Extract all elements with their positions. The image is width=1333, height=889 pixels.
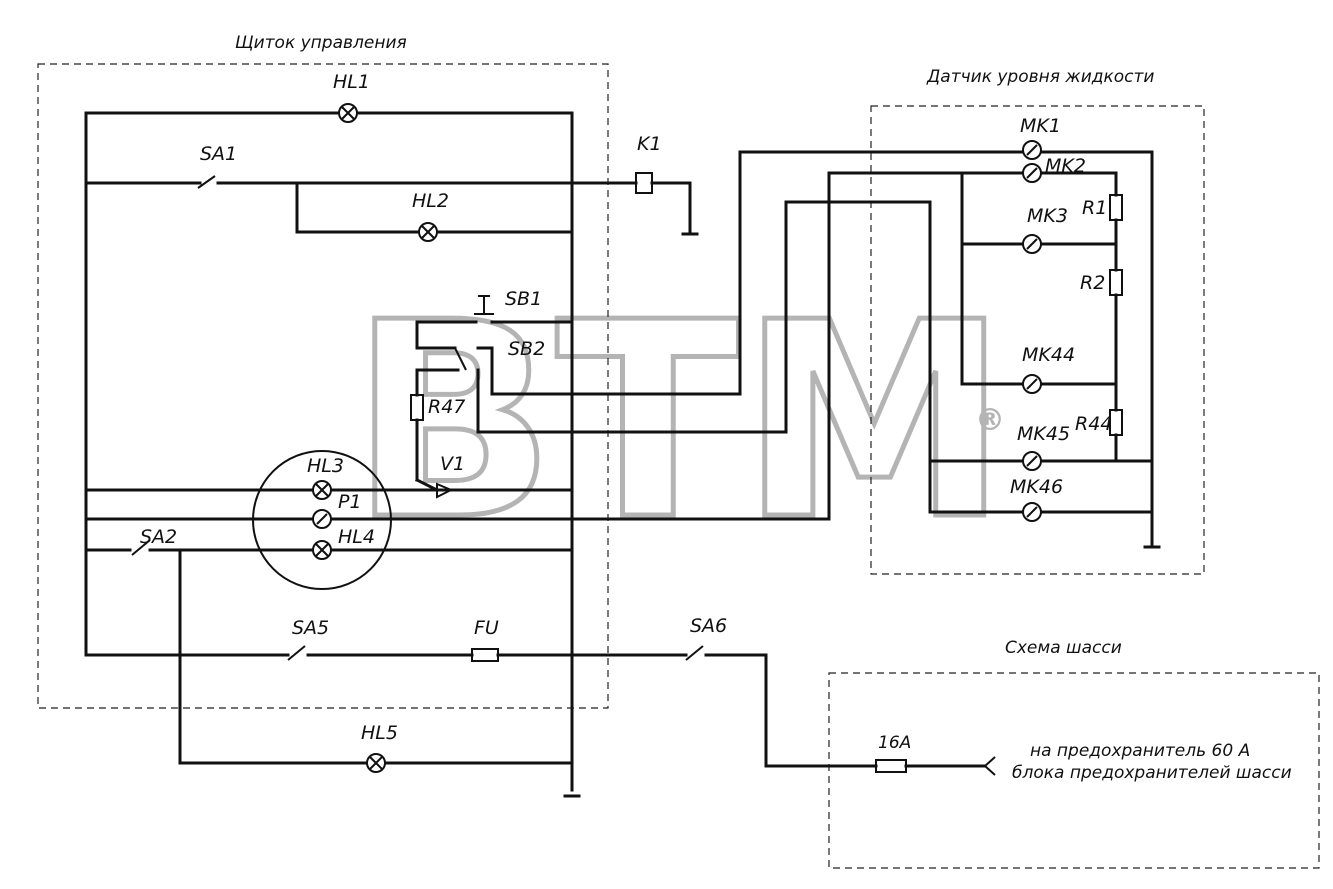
control-panel-wiring bbox=[84, 111, 1024, 798]
chassis-title: Схема шасси bbox=[1005, 638, 1122, 658]
level-sensor-title: Датчик уровня жидкости bbox=[926, 67, 1154, 87]
label-hl2: HL2 bbox=[412, 190, 449, 212]
label-hl3: HL3 bbox=[307, 455, 344, 477]
chassis-block bbox=[828, 672, 1320, 869]
label-sb2: SB2 bbox=[508, 338, 545, 360]
label-sb1: SB1 bbox=[505, 288, 542, 310]
label-hl1: HL1 bbox=[333, 71, 370, 93]
control-panel-block bbox=[37, 63, 609, 709]
label-r1: R1 bbox=[1082, 197, 1107, 219]
contact-mk44-icon bbox=[1022, 374, 1042, 394]
meter-p1-icon bbox=[312, 509, 332, 529]
contact-mk3-icon bbox=[1022, 234, 1042, 254]
label-r47: R47 bbox=[428, 396, 465, 418]
lamp-hl3-icon bbox=[312, 480, 332, 500]
label-hl4: HL4 bbox=[338, 526, 375, 548]
contact-mk1-icon bbox=[1022, 140, 1042, 160]
level-sensor-wiring bbox=[928, 150, 1161, 549]
label-k1: K1 bbox=[637, 133, 662, 155]
label-mk45: MK45 bbox=[1017, 423, 1070, 445]
label-p1: P1 bbox=[338, 491, 362, 513]
lamp-hl5-icon bbox=[366, 753, 386, 773]
chassis-note-line1: на предохранитель 60 А bbox=[1030, 741, 1250, 761]
label-fu: FU bbox=[474, 617, 499, 639]
label-mk46: MK46 bbox=[1010, 476, 1063, 498]
label-sa5: SA5 bbox=[292, 617, 329, 639]
label-hl5: HL5 bbox=[361, 722, 398, 744]
label-mk2: MK2 bbox=[1045, 155, 1086, 177]
label-v1: V1 bbox=[440, 453, 465, 475]
watermark-logo: BTM bbox=[350, 264, 1009, 579]
label-sa2: SA2 bbox=[140, 526, 177, 548]
label-r44: R44 bbox=[1075, 413, 1112, 435]
label-sa1: SA1 bbox=[200, 143, 237, 165]
label-mk44: MK44 bbox=[1022, 344, 1075, 366]
lamp-hl4-icon bbox=[312, 540, 332, 560]
label-mk1: MK1 bbox=[1020, 115, 1061, 137]
label-sa6: SA6 bbox=[690, 615, 727, 637]
level-sensor-block bbox=[870, 105, 1205, 575]
control-panel-title: Щиток управления bbox=[235, 33, 407, 53]
chassis-note-line2: блока предохранителей шасси bbox=[1012, 763, 1292, 783]
contact-mk45-icon bbox=[1022, 451, 1042, 471]
lamp-hl1-icon bbox=[338, 103, 358, 123]
label-fuse-16a: 16A bbox=[878, 733, 911, 753]
contact-mk2-icon bbox=[1022, 163, 1042, 183]
contact-mk46-icon bbox=[1022, 502, 1042, 522]
watermark-registered-mark: ® bbox=[975, 403, 1005, 438]
label-mk3: MK3 bbox=[1027, 205, 1068, 227]
lamp-hl2-icon bbox=[418, 222, 438, 242]
label-r2: R2 bbox=[1080, 272, 1105, 294]
